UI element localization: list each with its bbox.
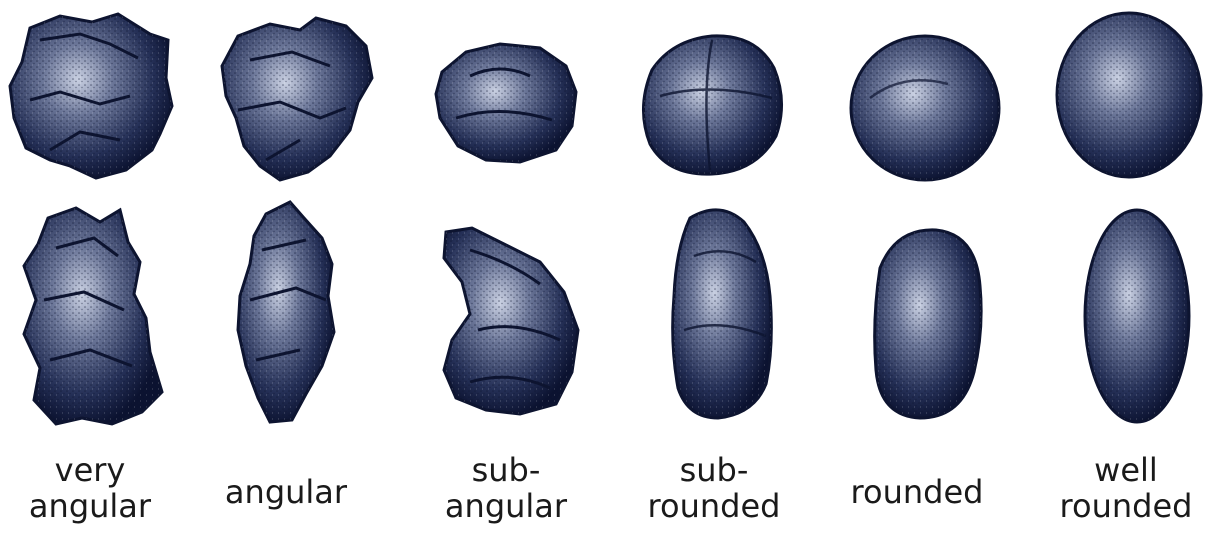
grain-very-angular-top <box>10 14 172 178</box>
grain-sub-angular-top <box>436 44 576 162</box>
grain-illustrations <box>0 0 1221 430</box>
label-angular: angular <box>186 474 386 510</box>
grain-angular-bottom <box>238 202 334 422</box>
grain-well-rounded-bottom <box>1085 210 1189 422</box>
label-well-rounded: well rounded <box>1026 452 1221 524</box>
label-rounded: rounded <box>817 474 1017 510</box>
label-sub-rounded: sub- rounded <box>614 452 814 524</box>
grain-angular-top <box>222 18 372 180</box>
label-very-angular: very angular <box>0 452 190 524</box>
grain-rounded-bottom <box>875 230 981 418</box>
label-sub-angular: sub- angular <box>406 452 606 524</box>
grain-sub-angular-bottom <box>444 228 578 414</box>
grain-sub-rounded-top <box>643 36 781 174</box>
grain-very-angular-bottom <box>24 208 162 424</box>
grain-sub-rounded-bottom <box>673 210 772 418</box>
grain-well-rounded-top <box>1057 13 1201 177</box>
grain-rounded-top <box>851 36 999 180</box>
